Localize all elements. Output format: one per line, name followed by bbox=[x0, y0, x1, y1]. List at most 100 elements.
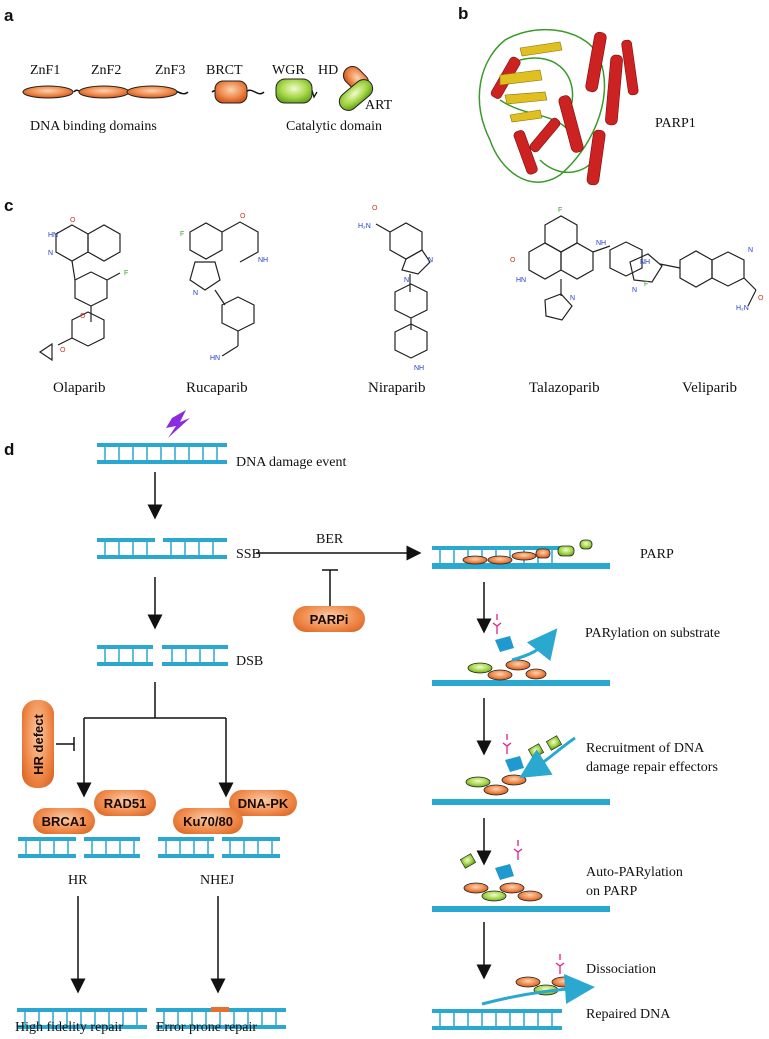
hr-defect-label: HR defect bbox=[30, 713, 46, 775]
drug-talazoparib: Talazoparib bbox=[529, 380, 600, 396]
znf3-label: ZnF3 bbox=[155, 63, 186, 78]
svg-text:N: N bbox=[48, 250, 53, 257]
dna-strand-ssb bbox=[97, 536, 227, 559]
hr-defect-pill: HR defect bbox=[22, 700, 54, 788]
svg-text:F: F bbox=[644, 281, 648, 288]
svg-text:F: F bbox=[124, 270, 128, 277]
drug-rucaparib: Rucaparib bbox=[186, 380, 248, 396]
hd-label: HD bbox=[318, 63, 339, 78]
wgr-label: WGR bbox=[272, 63, 305, 78]
parp-cluster-1 bbox=[467, 659, 547, 681]
parp-chain-ssb bbox=[462, 539, 593, 565]
rad51-label: RAD51 bbox=[103, 795, 147, 811]
znf1-label: ZnF1 bbox=[30, 63, 61, 78]
drug-olaparib: Olaparib bbox=[53, 380, 106, 396]
catalytic-label: Catalytic domain bbox=[286, 119, 383, 134]
svg-text:NH: NH bbox=[414, 365, 424, 372]
svg-text:HN: HN bbox=[48, 232, 58, 239]
znf3-domain bbox=[126, 85, 178, 99]
parp-cluster-2 bbox=[465, 774, 527, 796]
dna-strand-parylation bbox=[432, 680, 610, 686]
svg-text:F: F bbox=[180, 231, 184, 238]
dna-strand-auto-parylation bbox=[432, 906, 610, 912]
svg-text:O: O bbox=[372, 205, 378, 212]
art-label: ART bbox=[365, 98, 393, 113]
svg-text:N: N bbox=[404, 277, 409, 284]
ssb-label: SSB bbox=[236, 547, 261, 562]
dna-strand-nhej bbox=[158, 837, 280, 858]
svg-text:N: N bbox=[632, 287, 637, 294]
effector-icon-3 bbox=[495, 864, 514, 880]
parpi-label: PARPi bbox=[309, 611, 349, 627]
svg-text:NH: NH bbox=[596, 240, 606, 247]
auto-parylation-label-line1: Auto-PARylation bbox=[586, 865, 683, 880]
svg-text:O: O bbox=[758, 295, 764, 302]
svg-text:O: O bbox=[70, 217, 76, 224]
ku70-80-label: Ku70/80 bbox=[183, 813, 233, 829]
svg-text:F: F bbox=[558, 207, 562, 214]
dna-binding-label: DNA binding domains bbox=[30, 119, 157, 134]
error-prone-label: Error prone repair bbox=[156, 1020, 258, 1035]
svg-text:NH: NH bbox=[258, 257, 268, 264]
svg-text:N: N bbox=[428, 257, 433, 264]
repaired-dna-label: Repaired DNA bbox=[586, 1007, 671, 1022]
dsb-label: DSB bbox=[236, 654, 264, 669]
svg-text:N: N bbox=[193, 290, 198, 297]
dna-strand-dsb bbox=[97, 645, 228, 666]
parylation-substrate-label: PARylation on substrate bbox=[585, 626, 721, 641]
panel-b-letter: b bbox=[458, 4, 469, 23]
dna-strand-repaired bbox=[431, 1008, 563, 1031]
blue-arrow-3 bbox=[481, 974, 595, 1006]
chemical-structures bbox=[38, 215, 757, 362]
svg-text:NH: NH bbox=[640, 259, 650, 266]
dna-strand-recruitment bbox=[432, 799, 610, 805]
lightning-icon bbox=[166, 410, 190, 438]
green-effector-2 bbox=[545, 735, 563, 751]
dissociation-label: Dissociation bbox=[586, 962, 656, 977]
dna-strand-damage bbox=[96, 442, 228, 465]
effector-icon-2 bbox=[505, 756, 524, 772]
ku70-80-pill: Ku70/80 bbox=[173, 808, 243, 834]
par-chains bbox=[492, 614, 565, 974]
recruitment-label-line1: Recruitment of DNA bbox=[586, 741, 705, 756]
blue-arrow-1 bbox=[511, 628, 558, 662]
art-domain bbox=[338, 79, 374, 111]
dna-strand-error-prone bbox=[155, 1007, 287, 1030]
dna-strand-hr bbox=[18, 837, 140, 858]
domain-architecture bbox=[22, 65, 374, 111]
dna-pk-pill: DNA-PK bbox=[229, 790, 297, 816]
parp-cluster-3 bbox=[463, 882, 543, 902]
znf1-domain bbox=[22, 85, 74, 99]
hr-label: HR bbox=[68, 873, 88, 888]
brca1-pill: BRCA1 bbox=[33, 808, 95, 834]
dna-pk-label: DNA-PK bbox=[237, 795, 289, 811]
svg-text:O: O bbox=[80, 313, 86, 320]
veliparib-structure bbox=[629, 250, 757, 307]
olaparib-structure bbox=[38, 224, 121, 362]
wgr-domain bbox=[275, 78, 313, 104]
svg-text:H₂N: H₂N bbox=[358, 223, 371, 230]
drug-niraparib: Niraparib bbox=[368, 380, 426, 396]
high-fidelity-label: High fidelity repair bbox=[15, 1020, 124, 1035]
svg-text:O: O bbox=[240, 213, 246, 220]
svg-text:O: O bbox=[60, 347, 66, 354]
svg-text:H₂N: H₂N bbox=[736, 305, 749, 312]
parp1-label: PARP1 bbox=[655, 116, 696, 131]
brca1-label: BRCA1 bbox=[41, 813, 87, 829]
svg-text:N: N bbox=[748, 247, 753, 254]
dna-strand-parp bbox=[431, 545, 610, 569]
znf2-label: ZnF2 bbox=[91, 63, 122, 78]
parpi-pill: PARPi bbox=[293, 606, 365, 632]
rucaparib-structure bbox=[189, 221, 259, 357]
znf2-domain bbox=[78, 85, 130, 99]
rad51-pill: RAD51 bbox=[94, 790, 156, 816]
niraparib-structure bbox=[375, 222, 431, 359]
brct-label: BRCT bbox=[206, 63, 243, 78]
ber-label: BER bbox=[316, 532, 344, 547]
panel-a-letter: a bbox=[4, 6, 14, 25]
panel-d-letter: d bbox=[4, 440, 15, 459]
talazoparib-structure bbox=[528, 215, 643, 321]
panel-c-letter: c bbox=[4, 196, 14, 215]
green-effector-3 bbox=[459, 853, 477, 869]
